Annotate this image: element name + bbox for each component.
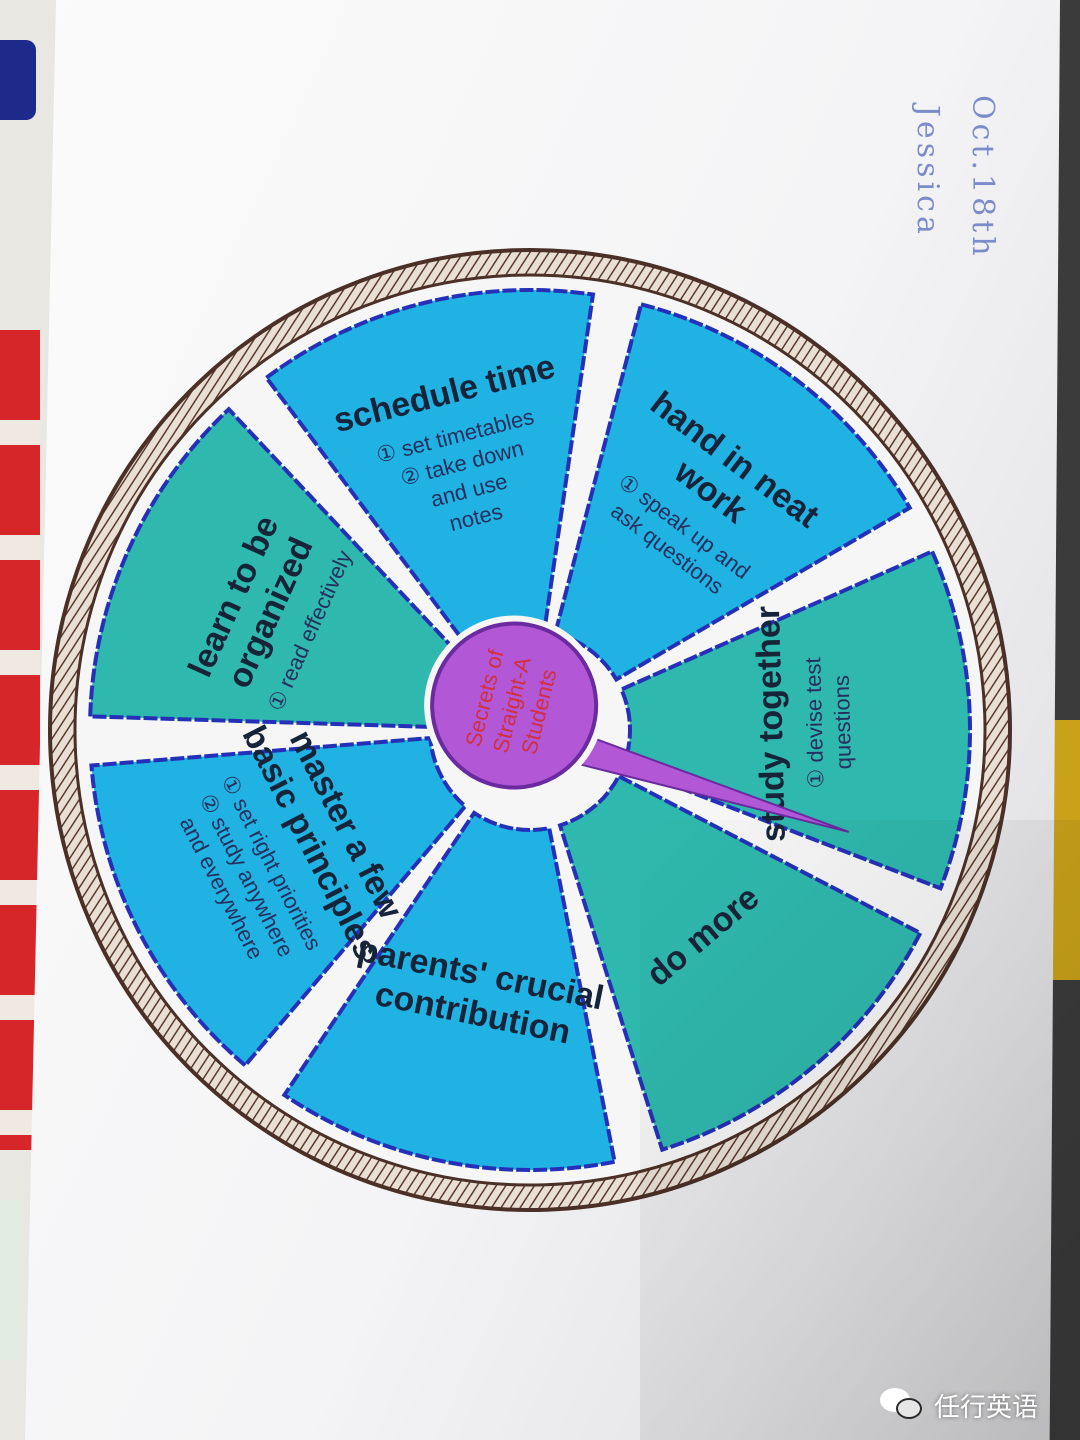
segment-study-together bbox=[618, 548, 972, 891]
background-red-paper bbox=[0, 330, 40, 1150]
segment-parents-crucial-contribution bbox=[281, 810, 617, 1172]
segment-hand-in-neat-work bbox=[552, 301, 913, 683]
wechat-icon bbox=[880, 1388, 924, 1422]
segment-detail-study-together: questions bbox=[829, 675, 856, 770]
background-paper-bottom-left bbox=[0, 1200, 20, 1360]
segment-detail-study-together: ① devise test bbox=[800, 657, 828, 789]
segment-do-more bbox=[557, 773, 924, 1153]
background-yellow-book bbox=[1050, 720, 1080, 980]
signature-date: Oct.18th bbox=[965, 95, 1000, 260]
watermark-text: 任行英语 bbox=[934, 1392, 1039, 1423]
signature-name: Jessica bbox=[910, 105, 945, 238]
background-marker-pen bbox=[0, 40, 36, 120]
segment-master-basic-principles bbox=[89, 735, 469, 1069]
watermark: 任行英语 bbox=[880, 1385, 1038, 1425]
hub-circle bbox=[430, 621, 599, 790]
